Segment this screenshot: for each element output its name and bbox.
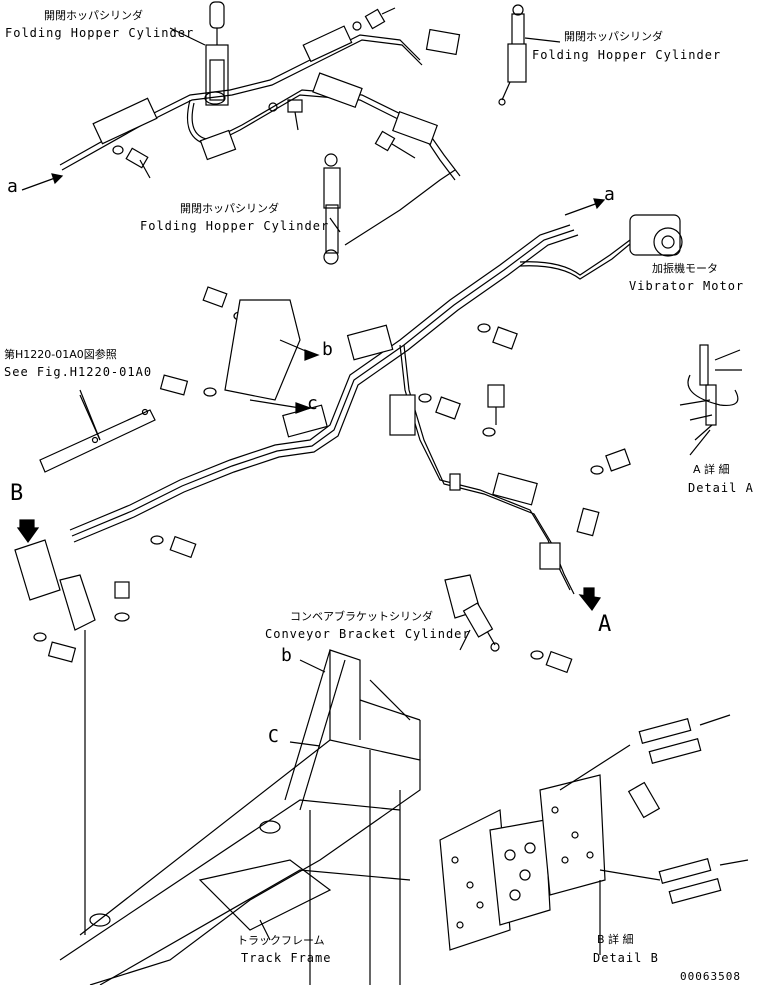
see-fig-en-label: See Fig.H1220-01A0 [4, 365, 153, 379]
hopper-cylinder-middle [323, 153, 341, 265]
callout-big-a: A [598, 612, 612, 637]
detail-a-jp-label: A 詳 細 [693, 463, 730, 476]
vibrator-motor-en-label: Vibrator Motor [629, 279, 745, 293]
hopper-cylinder-top-right-jp-label: 開閉ホッパシリンダ [564, 30, 663, 43]
callout-a-left: a [7, 176, 18, 197]
hopper-cylinder-top-right-en-label: Folding Hopper Cylinder [532, 48, 722, 62]
conveyor-bracket-cylinder-jp-label: コンベアブラケットシリンダ [290, 610, 433, 623]
top-hose-bundle [59, 7, 461, 246]
detail-b-en-label: Detail B [593, 951, 659, 965]
callout-c-upper: c [307, 393, 318, 414]
conveyor-bracket-cylinder-en-label: Conveyor Bracket Cylinder [265, 627, 471, 641]
detail-a-drawing [679, 344, 742, 441]
main-hose-bundle [69, 224, 631, 595]
callout-a-right: a [604, 184, 615, 205]
part-number: 00063508 [680, 970, 741, 983]
b-port-block [14, 519, 130, 935]
conveyor-bracket-cylinder [444, 574, 602, 674]
track-frame-jp-label: トラックフレーム [237, 934, 325, 947]
detail-b-jp-label: B 詳 細 [597, 933, 634, 946]
hopper-cylinder-top-right [498, 4, 527, 106]
detail-b-drawing [439, 714, 749, 951]
hopper-cylinder-top-left [204, 1, 229, 106]
cover-plate [224, 299, 320, 414]
see-fig-jp-label: 第H1220-01A0図参照 [4, 348, 117, 361]
callout-b-upper: b [322, 339, 333, 360]
a-arrows [21, 173, 606, 216]
vibrator-motor-jp-label: 加振機モータ [652, 262, 718, 275]
vibrator-motor [519, 214, 683, 280]
callout-c-lower: C [268, 726, 279, 747]
hopper-cylinder-top-left-jp-label: 開閉ホッパシリンダ [44, 9, 143, 22]
track-frame-en-label: Track Frame [241, 951, 332, 965]
callout-big-b: B [10, 481, 24, 506]
detail-a-en-label: Detail A [688, 481, 754, 495]
callout-b-lower: b [281, 645, 292, 666]
hopper-cylinder-top-left-en-label: Folding Hopper Cylinder [5, 26, 195, 40]
hopper-cylinder-middle-jp-label: 開閉ホッパシリンダ [180, 202, 279, 215]
hopper-cylinder-middle-en-label: Folding Hopper Cylinder [140, 219, 330, 233]
leader-lines [79, 27, 711, 955]
track-frame-structure [59, 649, 421, 985]
